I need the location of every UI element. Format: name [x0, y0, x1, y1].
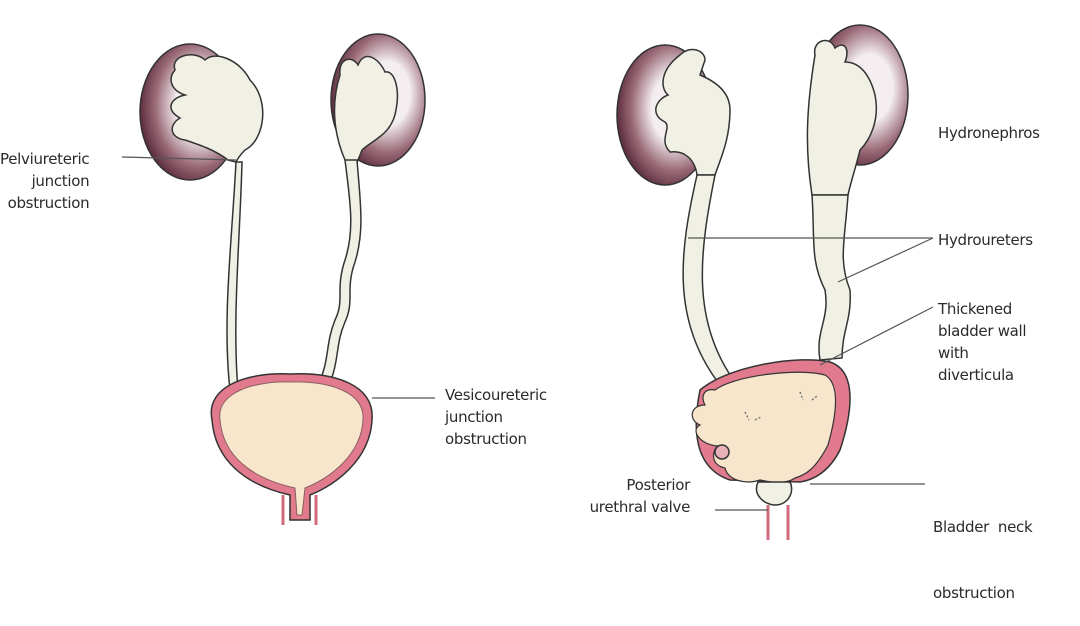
label-line: Thickened: [938, 300, 1013, 318]
hydronephrotic-right-kidney: [806, 24, 909, 361]
label-pelviureteric-junction: Pelviureteric junction obstruction: [0, 148, 90, 214]
label-posterior-urethral-valve: Posterior urethral valve: [555, 474, 691, 518]
label-line: with: [938, 344, 969, 362]
hydronephrotic-left-kidney: [616, 44, 737, 386]
label-line: obstruction: [933, 584, 1015, 602]
leader-lines: [121, 156, 934, 511]
label-hydronephros: Hydronephros: [938, 124, 1040, 142]
label-line: junction: [445, 408, 503, 426]
label-line: diverticula: [938, 366, 1014, 384]
urinary-tract-diagram: [121, 24, 934, 540]
label-line: urethral valve: [589, 498, 691, 516]
label-thickened-bladder-wall: Thickened bladder wall with diverticula: [938, 298, 1027, 386]
thickened-bladder: [691, 359, 851, 540]
label-hydroureters: Hydroureters: [938, 231, 1033, 249]
normal-right-kidney: [316, 33, 426, 389]
normal-left-kidney: [139, 43, 264, 391]
normal-bladder: [210, 373, 373, 525]
label-bladder-neck-obstruction: Bladder neck obstruction: [933, 472, 1033, 626]
label-vesicoureteric-junction: Vesicoureteric junction obstruction: [445, 384, 547, 450]
label-line: Vesicoureteric: [445, 386, 547, 404]
label-line: obstruction: [7, 194, 90, 212]
label-line: Pelviureteric: [0, 150, 90, 168]
label-line: Posterior: [626, 476, 690, 494]
label-line: junction: [31, 172, 90, 190]
label-line: obstruction: [445, 430, 527, 448]
label-line: bladder wall: [938, 322, 1027, 340]
label-line: Bladder neck: [933, 518, 1033, 536]
